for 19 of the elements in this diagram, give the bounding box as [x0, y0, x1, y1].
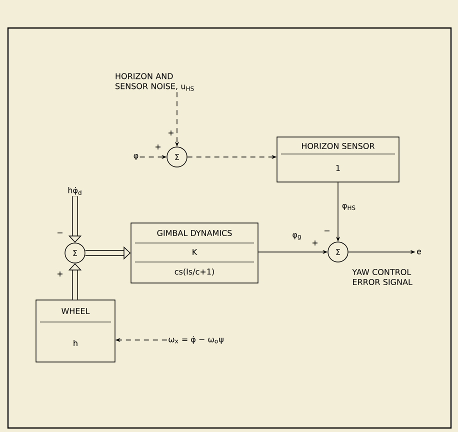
signal-label: YAW CONTROL ERROR SIGNAL [352, 268, 412, 286]
signal-text: φ [134, 154, 138, 160]
sign-label: + [168, 130, 174, 136]
signal-text: e [416, 250, 422, 254]
sign-label: − [58, 232, 62, 234]
sign-label: − [324, 230, 330, 232]
block-box: GIMBAL DYNAMICS K cs(Is/c+1) [130, 222, 258, 284]
summing-junction: Σ [328, 242, 348, 262]
sign-label: + [312, 240, 318, 246]
signal-text: ω$_{x}$ = φ̇ − ω$_{o}$ψ [168, 336, 224, 344]
signal-text: hφ̇$_{d}$ [68, 187, 82, 195]
block-box: HORIZON SENSOR 1 [276, 136, 400, 182]
summing-junction: Σ [166, 146, 188, 168]
summing-junction: Σ [64, 242, 86, 264]
signal-text: HORIZON AND SENSOR NOISE, u$_{HS}$ [116, 73, 194, 91]
sign-label: + [156, 144, 160, 150]
sign-label: + [58, 272, 62, 277]
edge-label: φ$_{g}$ [291, 232, 303, 241]
block-box: WHEEL h [36, 300, 116, 362]
